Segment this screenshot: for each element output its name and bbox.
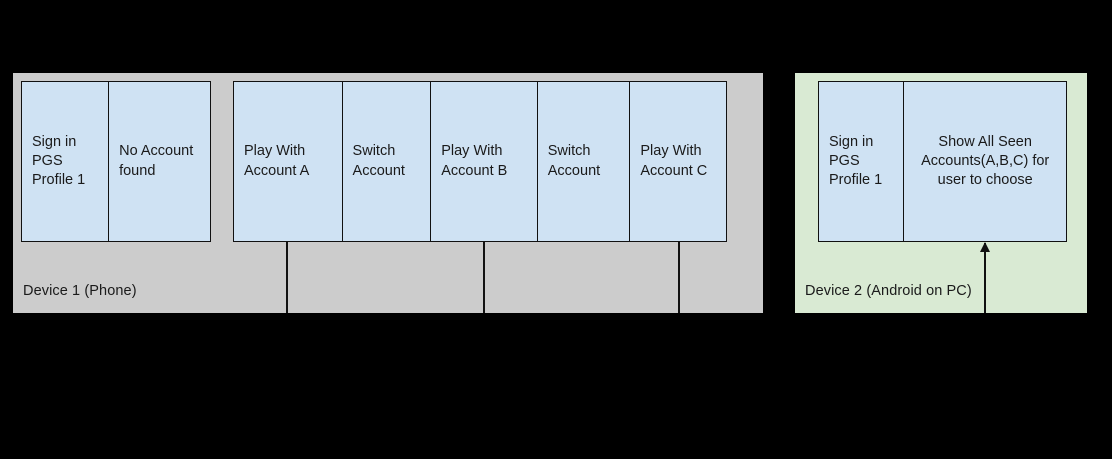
device-2-label: Device 2 (Android on PC): [805, 283, 972, 299]
lifeline-separator-1: [286, 242, 288, 313]
step-play-with-account-a[interactable]: Play With Account A: [234, 82, 342, 241]
step-switch-account-2[interactable]: Switch Account: [536, 82, 630, 241]
step-play-with-account-c[interactable]: Play With Account C: [629, 82, 726, 241]
device-1-accounts-group: Play With Account A Switch Account Play …: [233, 81, 727, 242]
upward-arrow-icon: [980, 242, 990, 313]
step-sign-in-pgs-profile-1-pc[interactable]: Sign in PGS Profile 1: [819, 82, 904, 241]
device-1-label: Device 1 (Phone): [23, 283, 137, 299]
step-sign-in-pgs-profile-1[interactable]: Sign in PGS Profile 1: [22, 82, 109, 241]
step-switch-account-1[interactable]: Switch Account: [341, 82, 431, 241]
device-2-signin-group: Sign in PGS Profile 1 Show All Seen Acco…: [818, 81, 1067, 242]
step-play-with-account-b[interactable]: Play With Account B: [430, 82, 537, 241]
lifeline-separator-3: [678, 242, 680, 313]
lifeline-separator-2: [483, 242, 485, 313]
step-show-all-seen-accounts[interactable]: Show All Seen Accounts(A,B,C) for user t…: [903, 82, 1066, 241]
device-1-signin-group: Sign in PGS Profile 1 No Account found: [21, 81, 211, 242]
arrow-head-icon: [980, 242, 990, 252]
step-no-account-found[interactable]: No Account found: [108, 82, 210, 241]
